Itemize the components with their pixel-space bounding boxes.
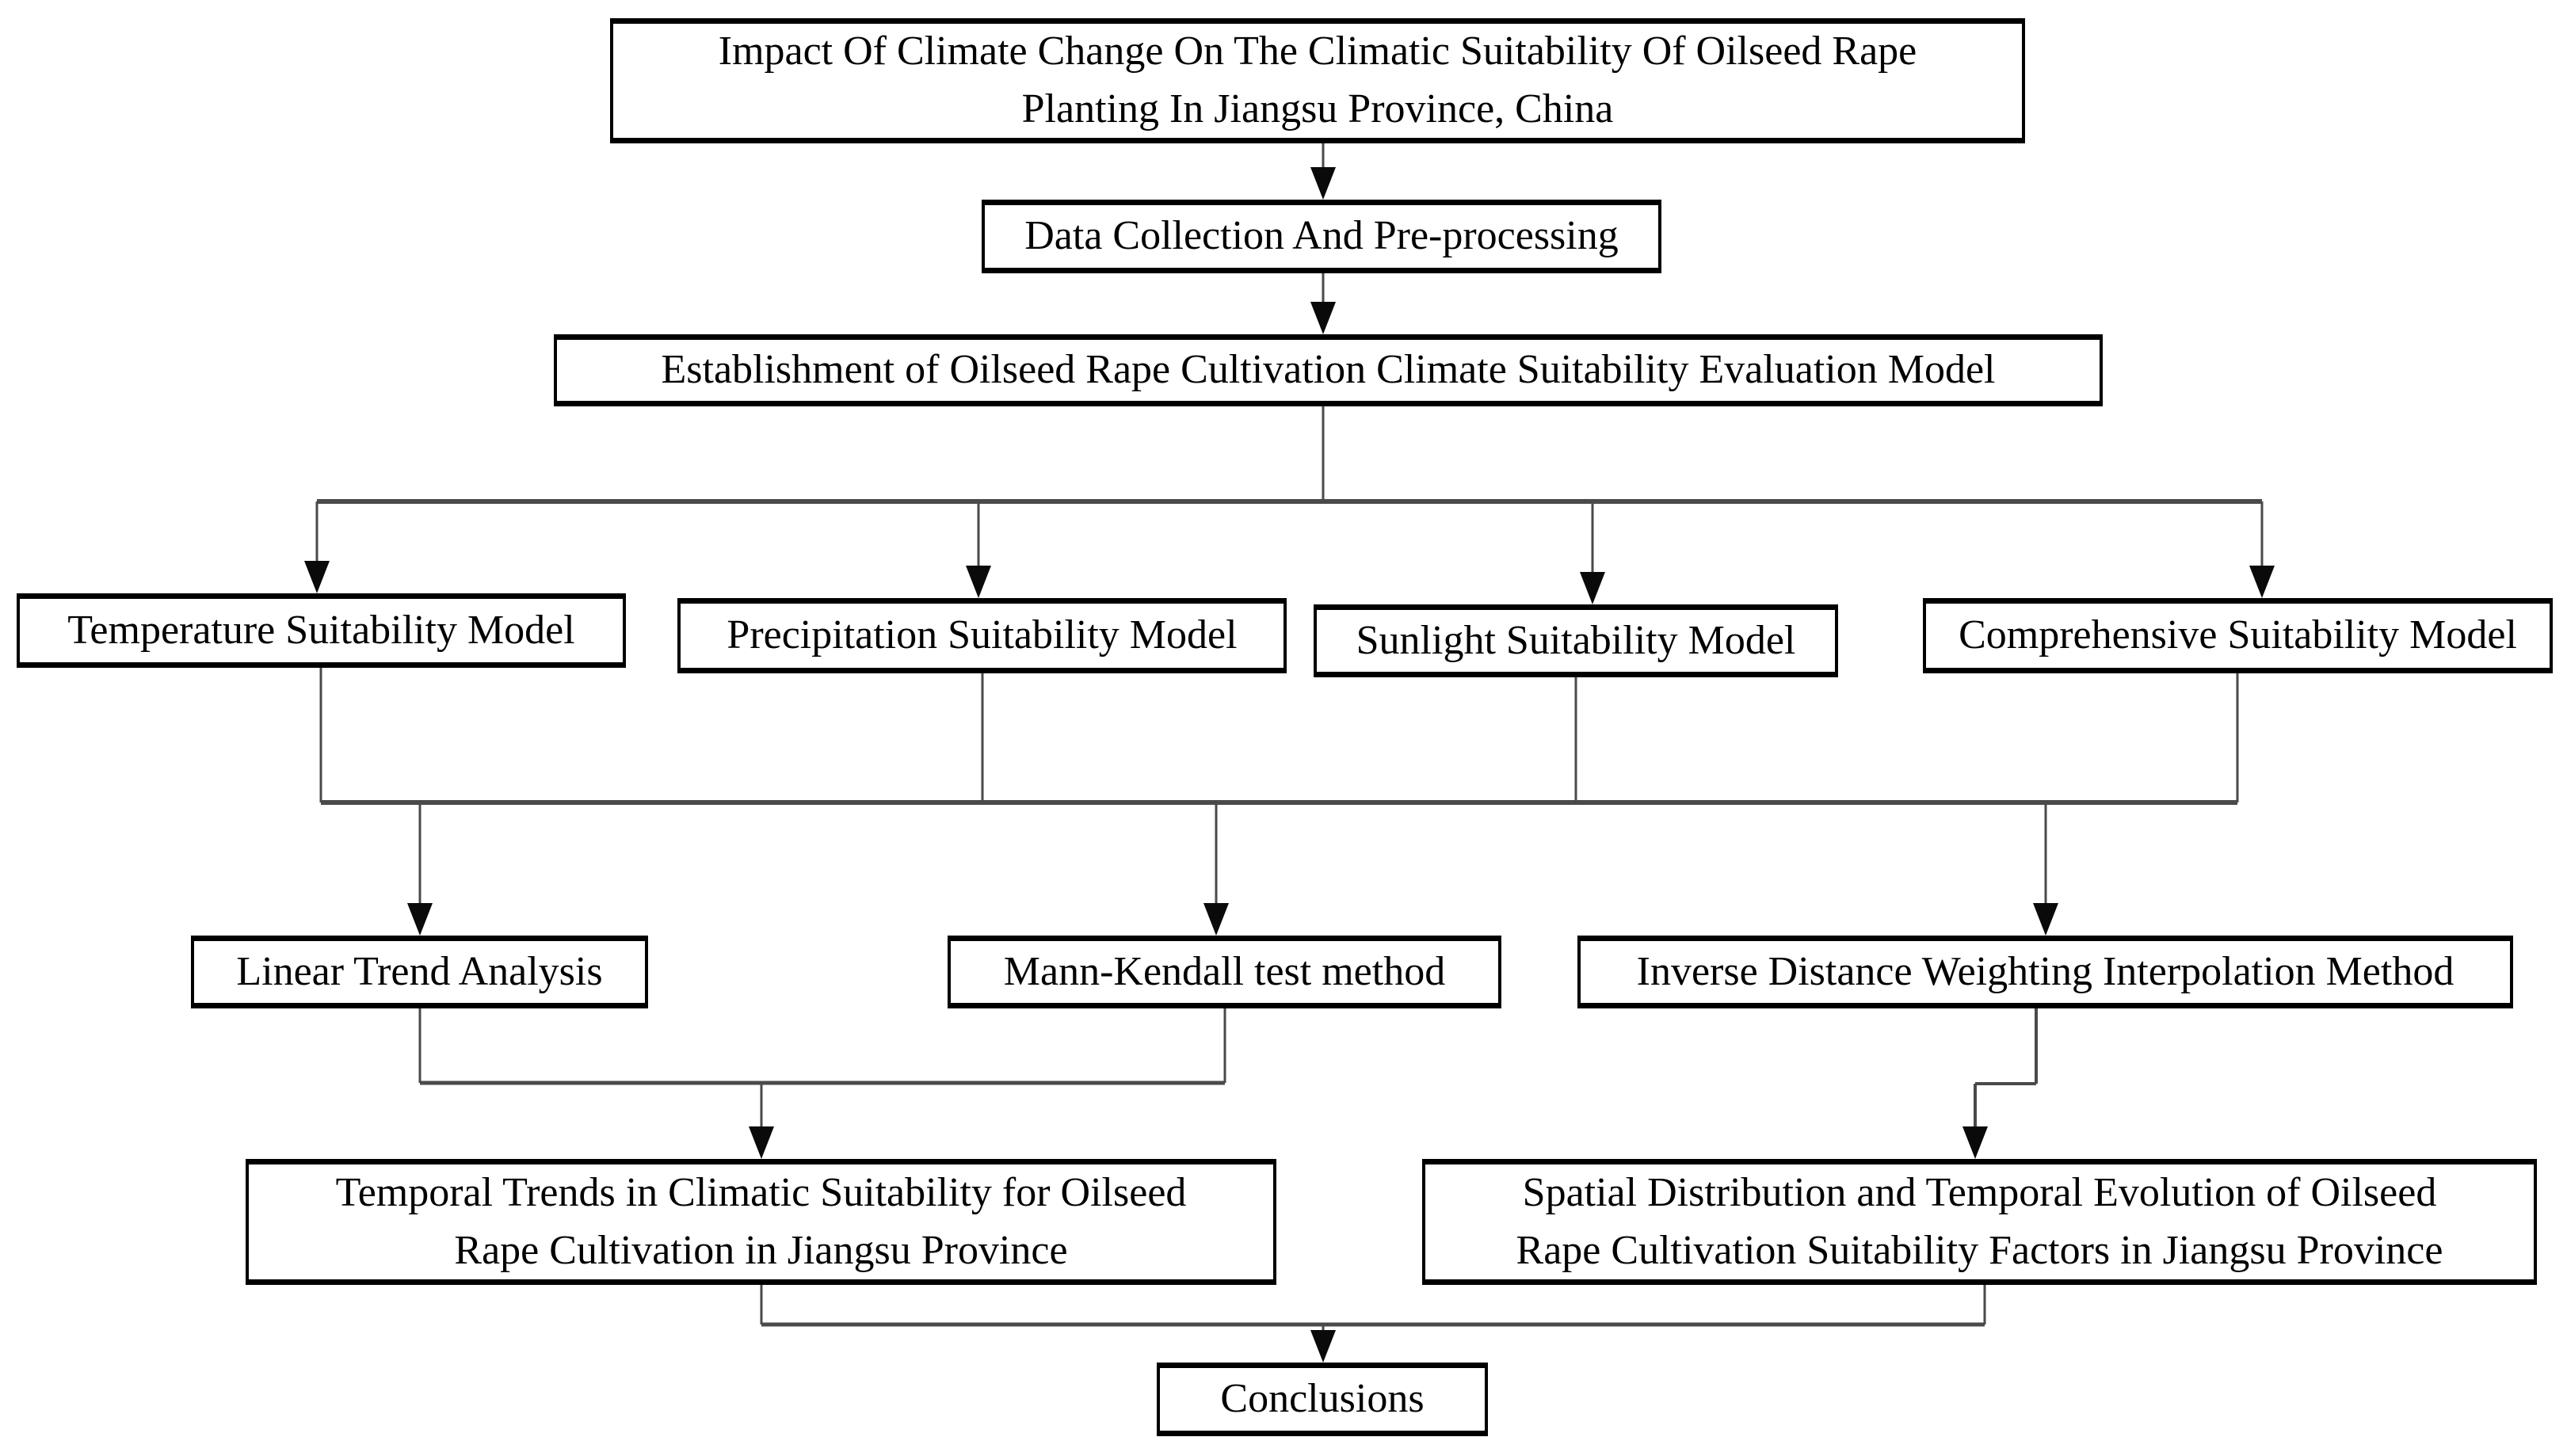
- connector-branch-to-precipitation: [966, 501, 991, 598]
- connector-data-to-establishment: [1310, 273, 1336, 334]
- connector-branch-to-comprehensive: [2249, 501, 2275, 598]
- connector-idw-to-spatial: [1962, 1008, 2038, 1159]
- node-comprehensive-label: Comprehensive Suitability Model: [1959, 612, 2517, 658]
- node-temporal-trends-result: Temporal Trends in Climatic Suitability …: [246, 1159, 1276, 1285]
- node-data-collection: Data Collection And Pre-processing: [982, 200, 1661, 273]
- node-main-title: Impact Of Climate Change On The Climatic…: [610, 18, 2025, 143]
- node-temporal-trends-line2: Rape Cultivation in Jiangsu Province: [454, 1227, 1068, 1273]
- node-conclusions: Conclusions: [1157, 1363, 1488, 1436]
- arrowhead: [1203, 903, 1229, 936]
- node-temporal-trends-line1: Temporal Trends in Climatic Suitability …: [335, 1169, 1187, 1215]
- node-idw-label: Inverse Distance Weighting Interpolation…: [1636, 948, 2454, 994]
- node-main-title-line2: Planting In Jiangsu Province, China: [1021, 86, 1614, 131]
- node-mann-kendall-label: Mann-Kendall test method: [1003, 948, 1446, 994]
- node-model-establishment-label: Establishment of Oilseed Rape Cultivatio…: [661, 347, 1996, 393]
- node-mann-kendall-test: Mann-Kendall test method: [948, 936, 1501, 1008]
- node-precipitation-label: Precipitation Suitability Model: [727, 612, 1238, 658]
- node-model-establishment: Establishment of Oilseed Rape Cultivatio…: [554, 334, 2103, 406]
- connector-establishment-branch: [317, 406, 2262, 504]
- node-sunlight-label: Sunlight Suitability Model: [1356, 617, 1796, 663]
- node-comprehensive-suitability-model: Comprehensive Suitability Model: [1923, 598, 2553, 673]
- connector-to-conclusions: [1310, 1325, 1336, 1363]
- arrowhead: [749, 1126, 774, 1159]
- connector-results-junction: [760, 1285, 1986, 1327]
- node-conclusions-label: Conclusions: [1220, 1376, 1425, 1422]
- node-main-title-line1: Impact Of Climate Change On The Climatic…: [718, 29, 1917, 74]
- node-idw-interpolation-method: Inverse Distance Weighting Interpolation…: [1577, 936, 2513, 1008]
- node-linear-trend-label: Linear Trend Analysis: [236, 948, 603, 994]
- node-spatial-distribution-result: Spatial Distribution and Temporal Evolut…: [1422, 1159, 2537, 1285]
- arrowhead: [1310, 167, 1336, 200]
- connector-to-temporal-trends: [749, 1083, 774, 1159]
- connector-analysis-junction: [418, 1008, 1226, 1085]
- node-linear-trend-analysis: Linear Trend Analysis: [191, 936, 648, 1008]
- arrowhead: [1310, 1330, 1336, 1363]
- arrowhead: [304, 561, 330, 593]
- connector-branch-to-sunlight: [1580, 501, 1605, 604]
- node-precipitation-suitability-model: Precipitation Suitability Model: [677, 598, 1287, 673]
- arrowhead: [1310, 302, 1336, 334]
- arrowhead: [2033, 903, 2058, 936]
- connector-junction-to-linear-trend: [407, 802, 433, 936]
- node-temperature-suitability-model: Temperature Suitability Model: [17, 593, 626, 668]
- arrowhead: [966, 566, 991, 598]
- arrowhead: [407, 903, 433, 936]
- connector-branch-to-temperature: [304, 501, 330, 593]
- connector-junction-to-idw: [2033, 802, 2058, 936]
- node-sunlight-suitability-model: Sunlight Suitability Model: [1314, 604, 1838, 677]
- connector-models-junction: [319, 668, 2239, 805]
- connector-junction-to-mann-kendall: [1203, 802, 1229, 936]
- arrowhead: [1580, 572, 1605, 604]
- node-spatial-distribution-line1: Spatial Distribution and Temporal Evolut…: [1522, 1169, 2437, 1215]
- node-spatial-distribution-line2: Rape Cultivation Suitability Factors in …: [1516, 1227, 2443, 1273]
- arrowhead: [2249, 566, 2275, 598]
- node-temperature-label: Temperature Suitability Model: [67, 607, 575, 653]
- connector-title-to-data: [1310, 143, 1336, 200]
- arrowhead: [1962, 1126, 1988, 1159]
- node-data-collection-label: Data Collection And Pre-processing: [1024, 213, 1619, 259]
